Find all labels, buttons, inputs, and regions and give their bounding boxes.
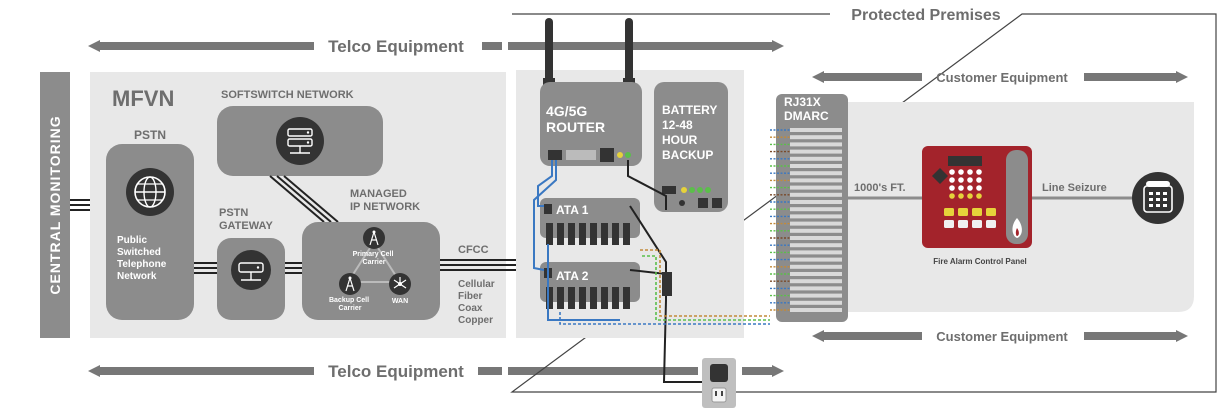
softswitch-block: SOFTSWITCH NETWORK <box>217 89 383 176</box>
dmarc-facp-link: 1000's FT. <box>848 182 922 200</box>
power-cords <box>627 160 716 383</box>
pstn-block: PSTN Public Switched Telephone Network <box>106 128 194 320</box>
wan-label: WAN <box>392 298 408 305</box>
pstn-gateway-block: PSTN GATEWAY <box>217 207 285 320</box>
central-monitoring-bar: CENTRAL MONITORING <box>40 72 90 338</box>
line-seizure-label: Line Seizure <box>1042 182 1107 194</box>
distance-label: 1000's FT. <box>854 182 906 194</box>
power-outlet-icon <box>702 358 736 408</box>
gateway-icon <box>231 250 271 290</box>
router-label: 4G/5G ROUTER <box>546 103 605 135</box>
customer-equipment-bottom-label: Customer Equipment <box>936 329 1068 344</box>
flame-icon <box>1012 218 1022 238</box>
softswitch-label: SOFTSWITCH NETWORK <box>221 89 354 101</box>
backup-cell-label: Backup Cell Carrier <box>329 297 371 312</box>
pstn-description: Public Switched Telephone Network <box>117 235 169 282</box>
facp-block: Fire Alarm Control Panel <box>922 146 1032 266</box>
ata1-label: ATA 1 <box>556 203 589 217</box>
wan-icon <box>389 273 411 295</box>
ata2-label: ATA 2 <box>556 269 589 283</box>
customer-equipment-bottom: Customer Equipment <box>812 329 1188 344</box>
router-ata-cables <box>533 160 620 321</box>
ata2-block: ATA 2 <box>540 262 640 309</box>
customer-equipment-top: Customer Equipment <box>812 70 1188 85</box>
telco-equipment-bottom: Telco Equipment <box>88 362 784 381</box>
telco-equipment-top: Telco Equipment <box>88 37 784 56</box>
ata1-block: ATA 1 <box>540 198 640 245</box>
pstn-label: PSTN <box>134 128 166 142</box>
battery-label: BATTERY 12-48 HOUR BACKUP <box>662 103 720 162</box>
cfcc-label: CFCC <box>458 244 489 256</box>
line-seizure-link: Line Seizure <box>1032 182 1132 200</box>
primary-cell-label: Primary Cell Carrier <box>353 251 396 266</box>
managed-ip-block: MANAGED IP NETWORK Primary Cell Carrier … <box>302 188 440 320</box>
cell-tower-icon <box>339 273 361 295</box>
protected-premises-label: Protected Premises <box>851 7 1001 24</box>
mfvn-label: MFVN <box>112 86 174 111</box>
cell-tower-icon <box>363 227 385 249</box>
telco-equipment-bottom-label: Telco Equipment <box>328 362 464 381</box>
phone-wires <box>559 249 770 325</box>
managed-ip-label: MANAGED IP NETWORK <box>350 188 420 213</box>
pstn-gateway-link <box>194 262 302 274</box>
softswitch-ip-link <box>269 175 339 223</box>
battery-block: BATTERY 12-48 HOUR BACKUP <box>654 82 728 212</box>
telco-equipment-top-label: Telco Equipment <box>328 37 464 56</box>
router-block: 4G/5G ROUTER <box>540 82 642 166</box>
central-monitoring-label: CENTRAL MONITORING <box>47 115 63 294</box>
cfcc-description: Cellular Fiber Coax Copper <box>458 279 497 326</box>
dmarc-label: RJ31X DMARC <box>784 95 829 123</box>
pstn-gateway-label: PSTN GATEWAY <box>219 207 273 232</box>
dmarc-block: RJ31X DMARC <box>770 94 848 322</box>
facp-label: Fire Alarm Control Panel <box>933 257 1027 266</box>
globe-icon <box>126 168 174 216</box>
customer-equipment-top-label: Customer Equipment <box>936 70 1068 85</box>
telephone-icon <box>1132 172 1184 224</box>
server-icon <box>276 117 324 165</box>
